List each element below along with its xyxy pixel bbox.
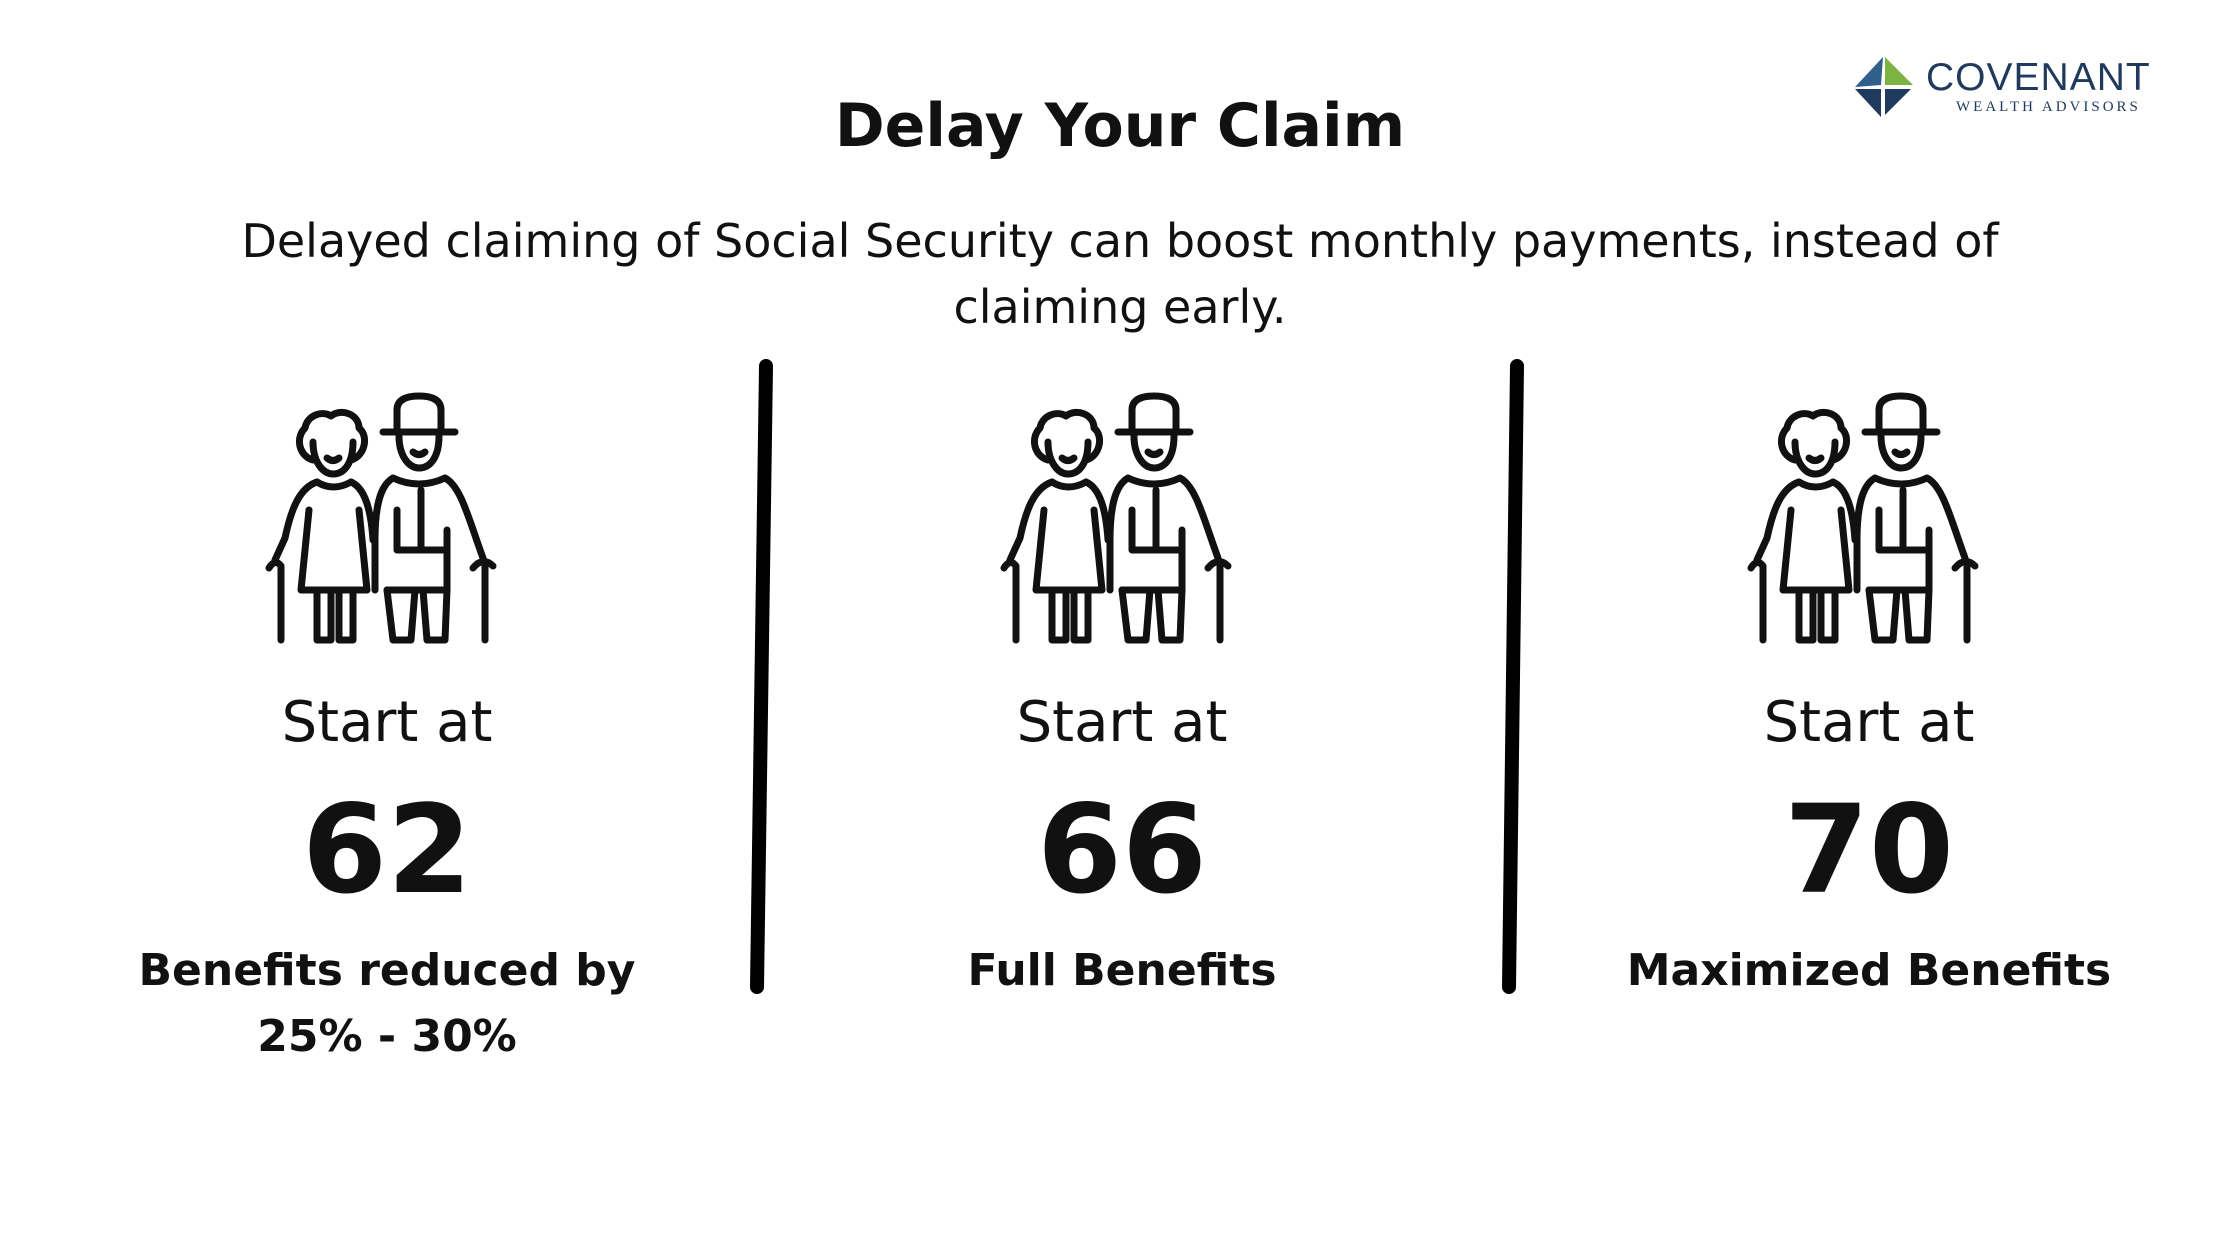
- divider-line-right: [1502, 359, 1524, 994]
- elderly-couple-icon: [265, 392, 497, 644]
- claim-age: 70: [1784, 779, 1954, 921]
- claim-column-62: Start at 62 Benefits reduced by 25% - 30…: [107, 390, 667, 1070]
- diamond-logo-icon: [1855, 57, 1913, 117]
- page-title: Delay Your Claim: [834, 91, 1406, 161]
- logo-tagline: WEALTH ADVISORS: [1956, 99, 2141, 115]
- claim-column-66: Start at 66 Full Benefits: [842, 390, 1402, 1004]
- start-label: Start at: [1763, 690, 1975, 755]
- page-subtitle: Delayed claiming of Social Security can …: [241, 214, 1999, 334]
- benefit-description: Maximized Benefits: [1626, 945, 2112, 996]
- benefit-description: Full Benefits: [967, 945, 1277, 996]
- claim-age: 62: [302, 779, 472, 921]
- start-label: Start at: [1016, 690, 1228, 755]
- logo-name: COVENANT: [1926, 56, 2151, 99]
- elderly-couple-icon: [1000, 392, 1232, 644]
- claim-column-70: Start at 70 Maximized Benefits: [1589, 390, 2149, 1004]
- elderly-couple-icon: [1747, 392, 1979, 644]
- company-logo: COVENANT WEALTH ADVISORS: [1851, 53, 2171, 125]
- divider-line-left: [750, 359, 773, 994]
- claim-age: 66: [1037, 779, 1207, 921]
- benefit-description: Benefits reduced by 25% - 30%: [138, 945, 636, 1062]
- start-label: Start at: [281, 690, 493, 755]
